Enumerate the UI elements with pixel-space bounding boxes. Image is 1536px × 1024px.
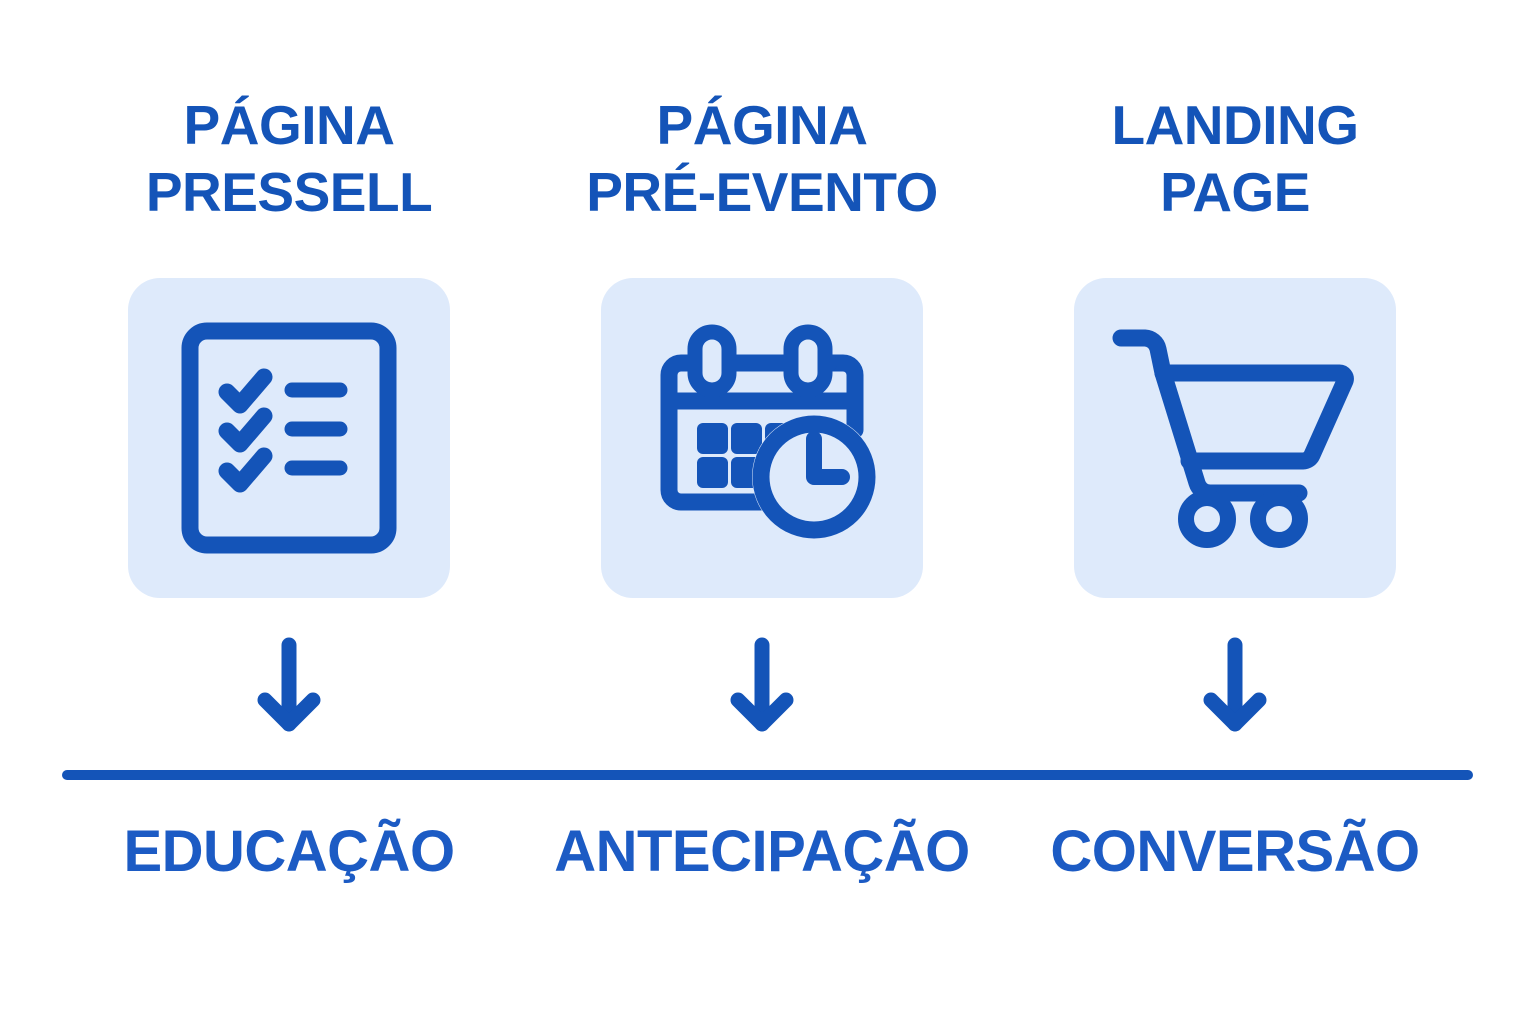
- outcome-label-educacao: EDUCAÇÃO: [123, 819, 455, 884]
- icon-card-landing-page: [1074, 278, 1396, 598]
- arrow-down-pressell: [255, 636, 323, 736]
- funnel-stage-landing-page: LANDING PAGE CONVERSÃ: [995, 0, 1475, 1024]
- arrow-down-pre-evento: [728, 636, 796, 736]
- stage-heading-pre-evento: PÁGINA PRÉ-EVENTO: [586, 94, 938, 223]
- checklist-icon: [178, 319, 400, 557]
- stage-heading-pressell: PÁGINA PRESSELL: [145, 94, 433, 223]
- stage-heading-landing-page: LANDING PAGE: [1111, 94, 1359, 223]
- outcome-label-conversao: CONVERSÃO: [1050, 819, 1420, 884]
- outcome-label-antecipacao: ANTECIPAÇÃO: [554, 819, 970, 884]
- icon-card-pre-evento: [601, 278, 923, 598]
- funnel-baseline-divider: [62, 770, 1473, 780]
- shopping-cart-icon: [1111, 327, 1359, 549]
- calendar-clock-icon: [639, 322, 885, 554]
- icon-card-pressell: [128, 278, 450, 598]
- funnel-stage-pre-evento: PÁGINA PRÉ-EVENTO: [522, 0, 1002, 1024]
- arrow-down-landing-page: [1201, 636, 1269, 736]
- funnel-stage-pressell: PÁGINA PRESSELL: [49, 0, 529, 1024]
